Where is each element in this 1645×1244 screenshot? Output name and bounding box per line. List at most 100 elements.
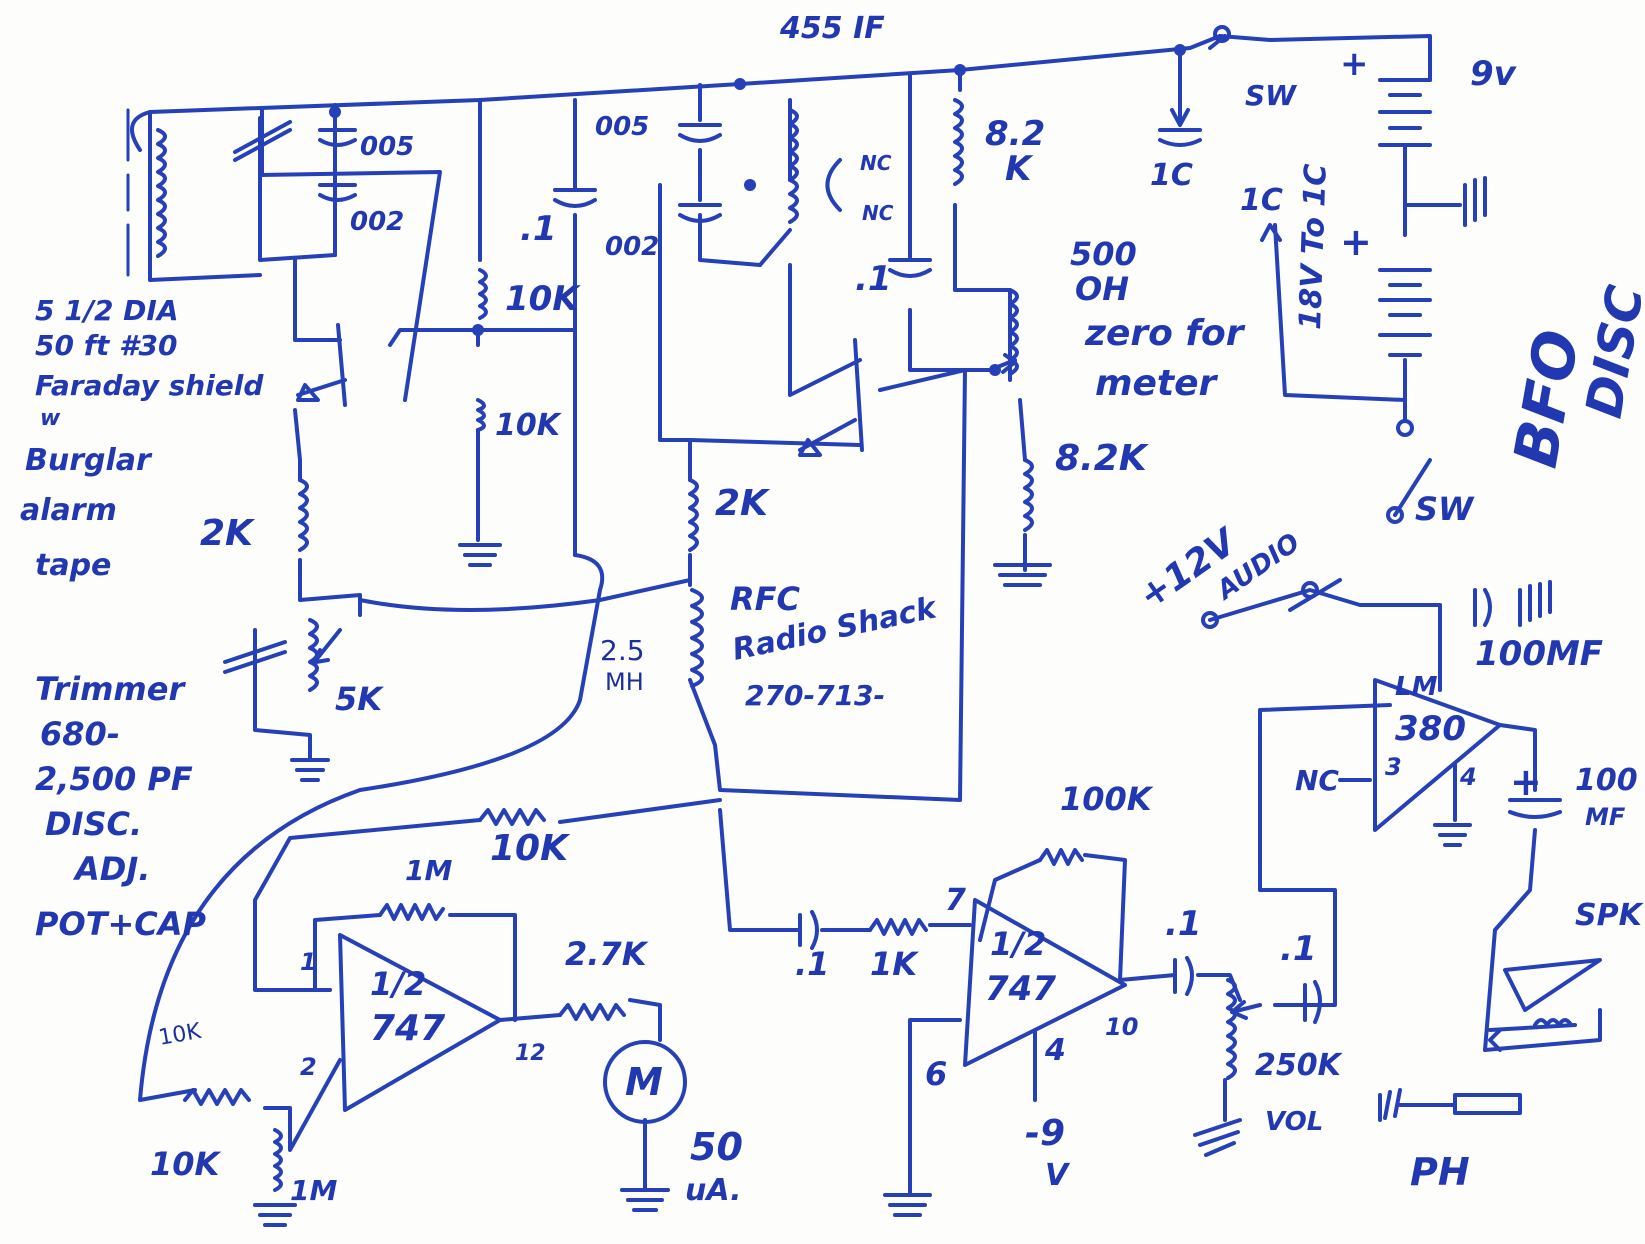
osc2-base-wire: [788, 263, 862, 397]
label-res-10k-left-faint: 10K: [157, 1019, 204, 1051]
label-rfc-part: 270-713-: [745, 679, 885, 712]
label-opamp1-747: 747: [370, 1008, 445, 1049]
res-82k-top: [953, 98, 964, 186]
lm380-input-wire: [1258, 703, 1392, 1007]
label-cap-005-b: 005: [595, 112, 649, 142]
label-pin-6: 6: [925, 1055, 947, 1093]
speaker-wire: [1483, 1008, 1602, 1052]
label-zero-for: zero for: [1084, 313, 1246, 354]
junction: [472, 324, 484, 336]
coil-loop-wire: [148, 110, 262, 282]
junction: [744, 179, 756, 191]
top-rail-wire: [148, 34, 1222, 114]
label-pin-4a: 4: [1044, 1033, 1066, 1068]
speaker: [1503, 958, 1602, 1012]
res-1m-b: [273, 1128, 283, 1192]
tuning-variable-cap: [233, 108, 292, 177]
cap-100mf-a: [1473, 588, 1492, 627]
res-10k-mid: [478, 808, 546, 826]
feedback-1m-wire: [313, 913, 517, 1022]
label-pin-2: 2: [300, 1053, 317, 1081]
label-res-10k-mid: 10K: [490, 828, 571, 869]
cap-005-b: [678, 123, 722, 143]
res-2k-a: [298, 478, 309, 552]
label-pot-250k-vol: VOL: [1265, 1107, 1323, 1137]
cap-1c: [1158, 128, 1202, 147]
label-pot-250k: 250K: [1255, 1048, 1344, 1083]
label-res-10k-left: 10K: [150, 1145, 222, 1183]
label-cap-1c: 1C: [1150, 158, 1193, 193]
label-82k-top: 8.2: [985, 114, 1045, 154]
phone-ground: [1378, 1088, 1402, 1122]
cap-01-c: [798, 910, 819, 950]
label-res-1m-a: 1M: [405, 854, 452, 887]
osc2-left-wire: [658, 183, 692, 442]
res-82k-bot: [1023, 458, 1034, 532]
label-wire-1c: 1C: [1240, 183, 1283, 218]
label-coil-w: w: [40, 406, 61, 431]
label-coil-burglar: Burglar: [25, 443, 153, 478]
label-cap-002-a: 002: [350, 207, 404, 237]
res-10k-left: [183, 1088, 251, 1106]
label-meter-50: 50: [690, 1125, 743, 1169]
junction-dots: [329, 44, 1186, 376]
to-10k-mid-wire: [558, 798, 722, 824]
cap-01-e: [1303, 980, 1322, 1024]
pot-250k-wiper: [1230, 1000, 1262, 1020]
label-coil-alarm: alarm: [20, 493, 117, 528]
label-trimmer-680: 680-: [40, 715, 120, 753]
if-transformer-coil: [788, 108, 799, 224]
pot-5k-wiper: [314, 628, 342, 664]
cap-005-a: [318, 128, 357, 147]
res-10k-a: [478, 268, 488, 320]
label-trimmer-adj: ADJ.: [72, 850, 150, 888]
labels: 455 IF SW + 9v + 1C 1C 18V To 1C 8.2 K 5…: [20, 11, 1645, 1208]
label-100mf-a: 100MF: [1475, 634, 1603, 674]
switch-bottom-blade: [1393, 458, 1432, 517]
label-cap-plus: +: [1510, 760, 1542, 804]
osc1-base-wire: [293, 258, 342, 342]
coil-top-wire: [130, 110, 152, 152]
column-82k-wire: [908, 73, 992, 372]
cap-002-a: [318, 183, 357, 202]
label-lm: LM: [1395, 672, 1438, 702]
ground-250k: [1193, 1118, 1242, 1157]
osc2-cap-wire: [698, 83, 762, 267]
switch-bottom-contact-b: [1386, 506, 1404, 524]
label-cap-01-a: .1: [520, 209, 557, 249]
label-mh: MH: [605, 668, 644, 696]
label-res-27k: 2.7K: [565, 935, 649, 973]
transistor-1-bar: [336, 323, 347, 407]
res-2k-b: [688, 478, 699, 552]
phone-jack: [1453, 1093, 1522, 1115]
label-sw-top: SW: [1245, 79, 1297, 112]
rfc-choke: [690, 588, 704, 688]
osc2-tank-wire: [758, 98, 792, 267]
label-coil-dia: 5 1/2 DIA: [35, 294, 179, 327]
label-82k-top-k: K: [1005, 149, 1034, 189]
ground-1m: [253, 1203, 297, 1227]
wire-1c-loop: [1273, 223, 1407, 422]
pot-5k: [308, 618, 319, 692]
label-cap-002-b: 002: [605, 232, 659, 262]
junction: [989, 364, 1001, 376]
label-trimmer-disc: DISC.: [45, 805, 142, 843]
label-cap-01-e: .1: [1280, 929, 1317, 969]
emitter-to-trimmer-wire: [298, 558, 362, 617]
label-9v: 9v: [1470, 54, 1518, 94]
label-opamp2-747: 747: [985, 969, 1056, 1009]
search-coil: [156, 128, 167, 258]
label-trimmer: Trimmer: [35, 670, 186, 708]
ground-5k: [290, 758, 330, 782]
transistor-1-emitter: [296, 378, 347, 402]
label-pin-4b: 4: [1459, 763, 1477, 791]
res-1k: [868, 918, 928, 936]
label-meter-m: M: [625, 1060, 663, 1104]
label-res-10k-b: 10K: [495, 408, 563, 443]
label-cap-01-b: .1: [855, 259, 892, 299]
ground-lm380: [1433, 823, 1472, 847]
label-455-if: 455 IF: [779, 11, 885, 46]
switch-top-contact: [1213, 25, 1231, 43]
osc-link-wire: [358, 578, 692, 612]
